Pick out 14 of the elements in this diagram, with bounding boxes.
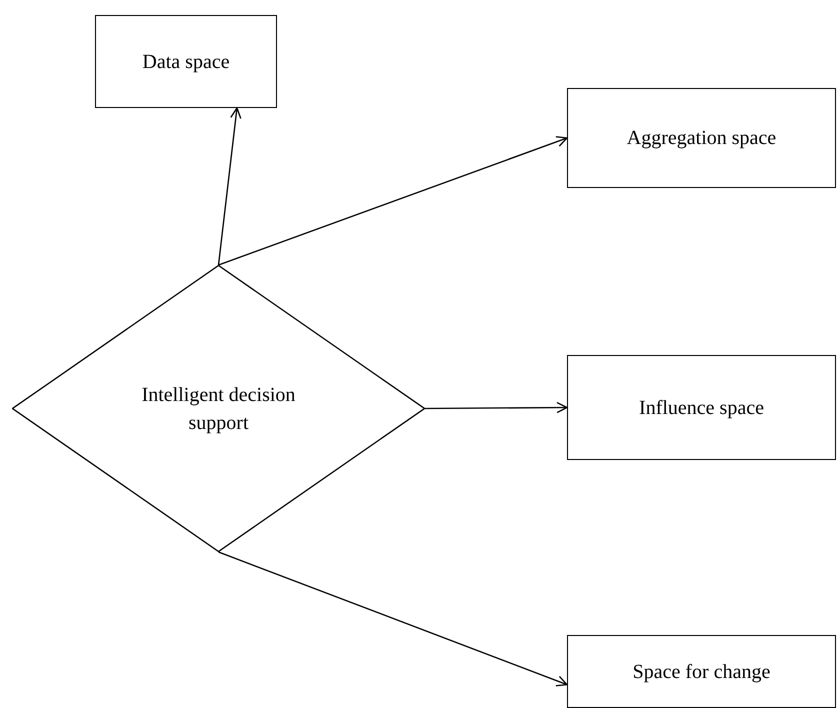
node-label: Aggregation space [626, 126, 776, 151]
node-label: Influence space [639, 396, 764, 420]
process-box [567, 88, 836, 188]
arrow [218, 107, 242, 266]
process-box [95, 15, 277, 108]
node-label: Space for change [632, 660, 770, 684]
arrow [218, 551, 568, 686]
node-label: Intelligent decision support [140, 382, 296, 436]
arrow [425, 402, 568, 414]
decision-diamond [12, 265, 425, 552]
arrow [218, 136, 568, 266]
process-box [567, 355, 836, 460]
process-box [567, 635, 836, 708]
node-label: Data space [142, 50, 230, 74]
